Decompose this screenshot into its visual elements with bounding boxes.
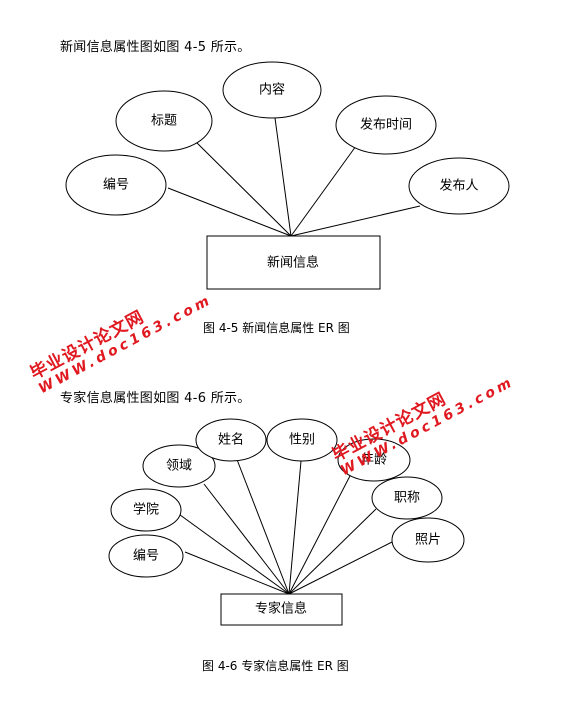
connector-news-id <box>167 187 292 237</box>
connector-news-time <box>290 145 357 237</box>
attr-news-time <box>335 95 437 155</box>
section1-caption: 图 4-5 新闻信息属性 ER 图 <box>203 321 350 335</box>
attr-expert-college-label: 学院 <box>133 502 159 518</box>
attr-expert-age <box>337 438 411 482</box>
attr-news-id <box>65 154 167 216</box>
attr-expert-title-label: 职称 <box>394 491 420 506</box>
section2-intro: 专家信息属性图如图 4-6 所示。 <box>60 391 251 406</box>
attr-expert-college <box>110 488 182 532</box>
attr-news-title <box>115 90 213 152</box>
er-diagram-expert: 专家信息 编号 学院 领域 姓名 性别 年龄 职称 照片 <box>108 418 465 626</box>
connector-expert-photo <box>288 539 397 595</box>
attr-expert-field <box>142 444 216 488</box>
section2-caption: 图 4-6 专家信息属性 ER 图 <box>202 659 349 673</box>
attr-expert-field-label: 领域 <box>166 459 192 474</box>
entity-news <box>206 235 381 290</box>
connector-expert-title <box>288 508 377 595</box>
attr-expert-age-label: 年龄 <box>361 453 387 468</box>
connector-expert-id <box>184 551 290 595</box>
connector-news-title <box>191 137 292 237</box>
connector-expert-field <box>203 483 290 595</box>
entity-expert-label: 专家信息 <box>255 601 307 617</box>
attr-news-title-label: 标题 <box>151 114 177 129</box>
connector-expert-college <box>175 511 290 595</box>
attr-news-time-label: 发布时间 <box>360 117 412 133</box>
attr-expert-photo-label: 照片 <box>415 533 441 548</box>
attr-expert-title <box>371 476 443 520</box>
attr-news-publisher-label: 发布人 <box>439 178 478 194</box>
attr-news-content-label: 内容 <box>259 82 285 98</box>
attr-expert-name-label: 姓名 <box>218 432 244 448</box>
connector-news-content <box>274 117 292 237</box>
entity-news-label: 新闻信息 <box>267 255 319 271</box>
entity-expert <box>220 593 343 626</box>
attr-expert-name <box>195 418 267 462</box>
attr-expert-id-label: 编号 <box>133 549 159 564</box>
attr-expert-id <box>108 534 184 578</box>
connector-expert-age <box>288 471 353 595</box>
attr-expert-gender-label: 性别 <box>289 433 315 448</box>
connector-news-publisher <box>290 205 421 237</box>
section1-intro: 新闻信息属性图如图 4-5 所示。 <box>60 40 251 55</box>
attr-expert-gender <box>266 418 338 462</box>
er-diagram-news: 新闻信息 编号 标题 内容 发布时间 发布人 <box>65 61 510 290</box>
attr-news-id-label: 编号 <box>103 178 129 193</box>
attr-news-publisher <box>408 157 510 215</box>
connector-expert-name <box>235 456 290 595</box>
attr-news-content <box>222 61 322 119</box>
attr-expert-photo <box>391 517 465 563</box>
connector-expert-gender <box>288 460 302 595</box>
